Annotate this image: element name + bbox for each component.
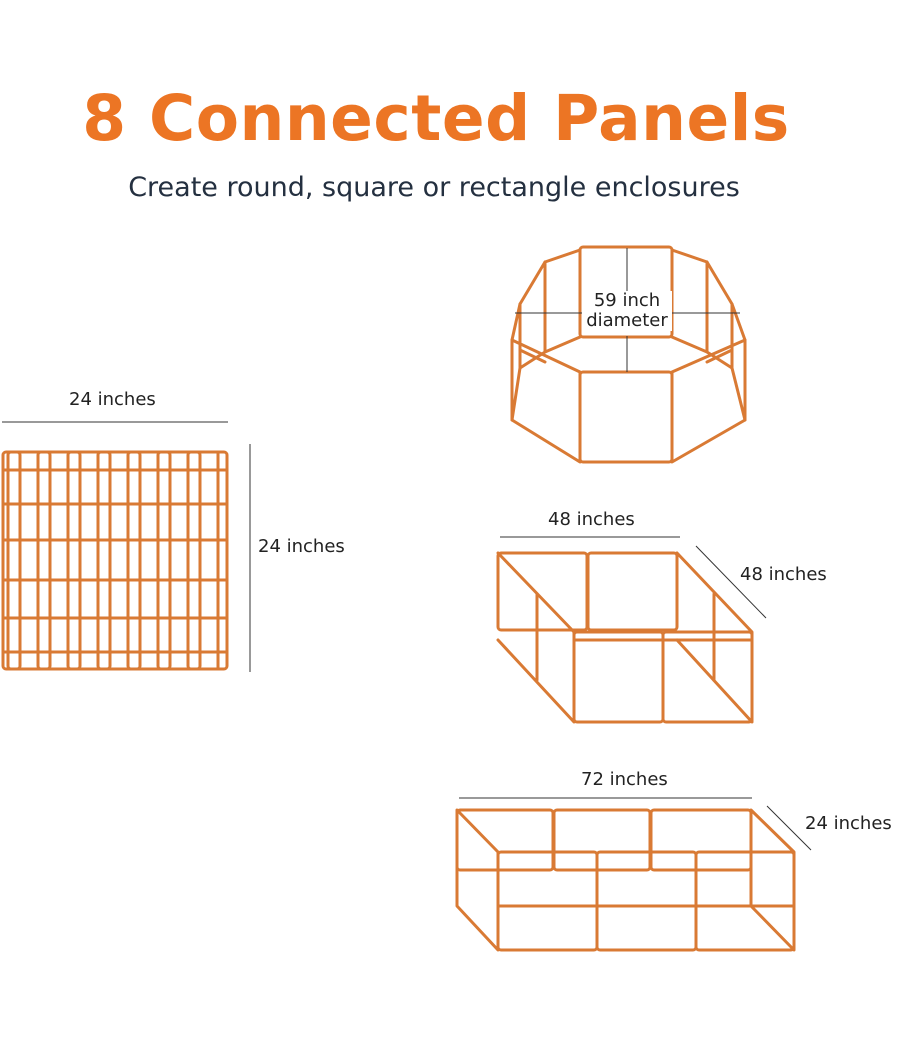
diameter-label-line1: 59 inch xyxy=(593,290,661,311)
square-pen-width-label: 48 inches xyxy=(548,509,635,530)
square-pen-diagram xyxy=(496,536,767,724)
square-pen-depth-label: 48 inches xyxy=(740,564,827,585)
diameter-label-line2: diameter xyxy=(586,310,668,331)
rectangle-pen-fence xyxy=(455,808,796,952)
single-panel-diagram xyxy=(1,421,251,672)
rect-pen-width-label: 72 inches xyxy=(581,769,668,790)
page-title: 8 Connected Panels xyxy=(82,82,790,155)
square-pen-depth-dimension-line xyxy=(695,545,767,619)
square-pen-fence xyxy=(496,551,754,724)
rect-pen-depth-label: 24 inches xyxy=(805,813,892,834)
octagon-diameter-label: 59 inch diameter xyxy=(582,291,672,331)
octagon-pen-diagram xyxy=(510,245,747,464)
octagon-pen-fence xyxy=(510,245,747,464)
panel-width-label: 24 inches xyxy=(69,389,156,410)
rectangle-pen-diagram xyxy=(455,797,812,952)
panel-height-label: 24 inches xyxy=(258,536,345,557)
single-panel-grid xyxy=(1,450,229,671)
rect-pen-depth-dimension-line xyxy=(766,805,812,851)
page-subtitle: Create round, square or rectangle enclos… xyxy=(128,172,740,203)
